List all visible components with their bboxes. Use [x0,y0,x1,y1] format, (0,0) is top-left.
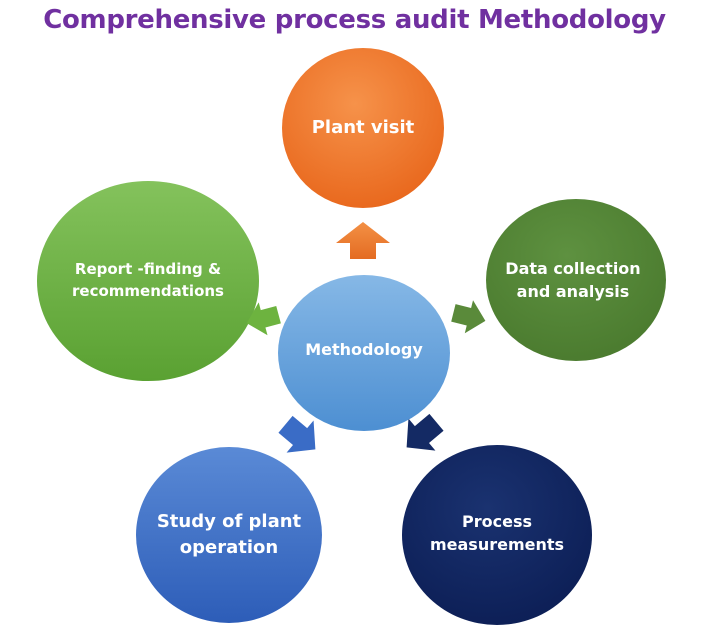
diagram-title: Comprehensive process audit Methodology [43,5,666,35]
data-collection-circle [486,199,666,361]
arrow-to-data-collection [451,300,486,334]
plant-visit-label: Plant visit [311,117,415,138]
study-of-plant-operation-circle [136,447,322,623]
arrow-to-process-measurements [406,413,444,451]
methodology-label: Methodology [305,340,423,359]
process-measurements-circle [402,445,592,625]
plant-visit-circle [282,48,444,208]
report-finding-circle [37,181,259,381]
study-of-plant-operation-label: Study of plant operation [156,511,302,558]
arrow-to-study-of-plant-operation [278,415,316,453]
arrow-to-plant-visit [336,222,390,259]
arrow-to-report-finding [246,302,281,336]
process-measurements-label: Process measurements [429,512,565,554]
report-finding-label: Report -finding & recommendations [72,260,224,300]
data-collection-label: Data collection and analysis [505,259,641,301]
methodology-circle [278,275,450,431]
